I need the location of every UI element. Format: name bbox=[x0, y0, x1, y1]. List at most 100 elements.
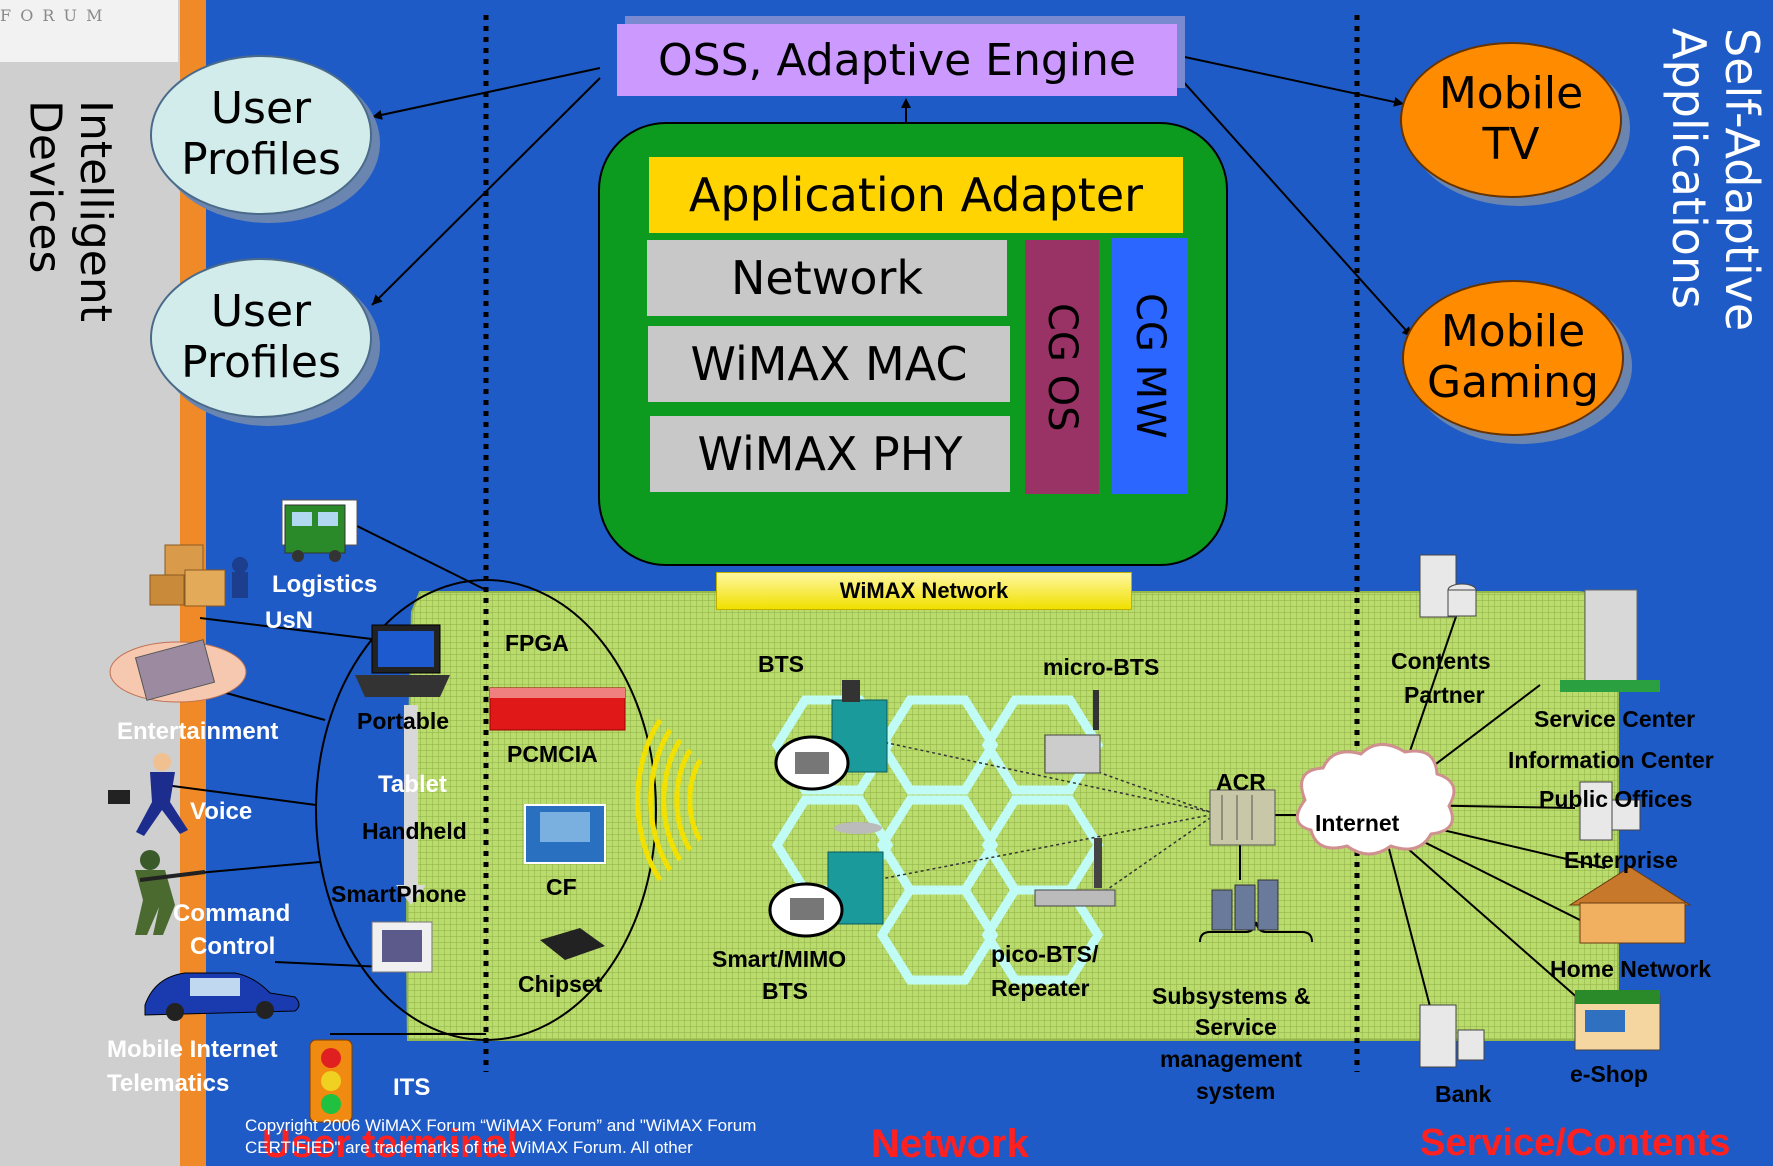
soldier-icon bbox=[135, 850, 206, 935]
label-internet: Internet bbox=[1315, 810, 1400, 836]
chipset-icon bbox=[540, 928, 605, 960]
cf-icon bbox=[524, 804, 606, 864]
micro-bts-icon bbox=[1044, 690, 1101, 774]
right-title-line2: Applications bbox=[1662, 28, 1717, 309]
profile1-line2: Profiles bbox=[181, 134, 341, 185]
link-police bbox=[274, 961, 386, 968]
label-subsystems-2: Service bbox=[1195, 1014, 1277, 1040]
left-title-line1: Intelligent bbox=[70, 100, 121, 322]
traffic-light-icon bbox=[309, 1039, 353, 1123]
label-voice: Voice bbox=[190, 798, 253, 825]
label-subsystems-4: system bbox=[1196, 1078, 1276, 1104]
copyright-line1: Copyright 2006 WiMAX Forum “WiMAX Forum”… bbox=[245, 1116, 757, 1135]
wimax-phy-label: WiMAX PHY bbox=[697, 427, 963, 481]
contents-server-icon bbox=[1419, 554, 1477, 618]
link-truck bbox=[354, 524, 487, 591]
label-subsystems-3: management bbox=[1160, 1046, 1302, 1072]
copyright-line2: CERTIFIED" are trademarks of the WiMAX F… bbox=[245, 1138, 693, 1157]
pcmcia-icon bbox=[489, 687, 626, 731]
police-car-icon bbox=[144, 972, 300, 1021]
bank-server-icon bbox=[1419, 1004, 1485, 1068]
label-contents-1: Contents bbox=[1391, 648, 1491, 674]
label-micro-bts: micro-BTS bbox=[1043, 654, 1160, 680]
internet-cloud bbox=[1295, 743, 1456, 856]
application-adapter: Application Adapter bbox=[649, 157, 1183, 233]
profile1-line1: User bbox=[210, 83, 312, 135]
label-information-center: Information Center bbox=[1508, 747, 1714, 773]
link-usn bbox=[199, 617, 381, 641]
mobile-tv-line2: TV bbox=[1482, 119, 1540, 170]
label-entertainment: Entertainment bbox=[117, 718, 279, 745]
label-repeater: Repeater bbox=[991, 975, 1090, 1001]
label-pcmcia: PCMCIA bbox=[507, 741, 598, 767]
wireless-waves bbox=[635, 718, 703, 882]
right-title: Self-Adaptive Applications bbox=[1648, 28, 1769, 408]
label-bank: Bank bbox=[1435, 1081, 1492, 1107]
voice-icon bbox=[108, 753, 188, 836]
tablet-arrowhead bbox=[396, 885, 426, 905]
shop-icon bbox=[1574, 990, 1661, 1051]
pico-bts-icon bbox=[1034, 838, 1116, 907]
laptop-icon bbox=[355, 624, 450, 697]
oss-label: OSS, Adaptive Engine bbox=[658, 34, 1136, 86]
label-usn: UsN bbox=[265, 607, 314, 634]
public-server-icon bbox=[1579, 781, 1641, 841]
label-its: ITS bbox=[393, 1074, 431, 1101]
label-public-offices: Public Offices bbox=[1539, 786, 1693, 812]
label-home-network: Home Network bbox=[1550, 956, 1712, 982]
cg-os-block: CG OS bbox=[1025, 240, 1099, 494]
label-cf: CF bbox=[546, 874, 577, 900]
mobile-gaming-line1: Mobile bbox=[1440, 306, 1586, 358]
smartphone-icon bbox=[371, 921, 433, 973]
label-command: Command bbox=[173, 900, 291, 927]
tablet-shaft bbox=[404, 705, 418, 885]
right-title-line1: Self-Adaptive bbox=[1715, 28, 1769, 332]
building-icon bbox=[1560, 589, 1660, 692]
logistics-icon bbox=[149, 544, 248, 607]
label-network-section: Network bbox=[871, 1122, 1029, 1166]
label-pico-bts: pico-BTS/ bbox=[991, 941, 1099, 967]
oss-to-gaming bbox=[1179, 77, 1413, 338]
label-logistics: Logistics bbox=[272, 571, 378, 598]
label-control: Control bbox=[190, 933, 276, 960]
profile2-line1: User bbox=[210, 286, 312, 338]
logo-area bbox=[0, 0, 178, 62]
smart-bts-icon bbox=[768, 822, 884, 938]
network-layer-label: Network bbox=[730, 251, 924, 305]
oss-to-profile1 bbox=[371, 67, 601, 120]
label-tablet: Tablet bbox=[378, 771, 447, 798]
subsystem-bracket bbox=[1199, 921, 1313, 943]
wimax-mac-layer: WiMAX MAC bbox=[648, 326, 1010, 402]
label-service-center: Service Center bbox=[1534, 706, 1696, 732]
label-acr: ACR bbox=[1216, 769, 1266, 795]
oss-box: OSS, Adaptive Engine bbox=[617, 24, 1177, 96]
cg-mw-label: CG MW bbox=[1127, 293, 1173, 439]
logo-text: F O R U M bbox=[0, 6, 105, 25]
entertainment-icon bbox=[109, 639, 247, 703]
truck-icon bbox=[281, 499, 358, 562]
wimax-phy-layer: WiMAX PHY bbox=[650, 416, 1010, 492]
mobile-tv-line1: Mobile bbox=[1438, 68, 1584, 120]
cg-os-label: CG OS bbox=[1039, 302, 1085, 432]
wimax-network-banner: WiMAX Network bbox=[716, 572, 1132, 610]
oss-to-tv bbox=[1179, 55, 1405, 107]
label-user-terminal: User terminal bbox=[262, 1122, 518, 1166]
left-title: Intelligent Devices bbox=[0, 100, 121, 360]
label-portable: Portable bbox=[357, 708, 450, 734]
oss-to-profile2 bbox=[371, 77, 601, 306]
label-e-shop: e-Shop bbox=[1570, 1061, 1648, 1087]
link-voice bbox=[164, 784, 317, 806]
device-ellipse bbox=[315, 579, 657, 1041]
wimax-network-label: WiMAX Network bbox=[839, 578, 1009, 603]
label-mobile-internet: Mobile Internet bbox=[107, 1036, 278, 1063]
label-chipset: Chipset bbox=[518, 971, 603, 997]
wimax-mac-label: WiMAX MAC bbox=[690, 337, 968, 391]
network-layer: Network bbox=[647, 240, 1007, 316]
acr-icon bbox=[1209, 789, 1276, 846]
